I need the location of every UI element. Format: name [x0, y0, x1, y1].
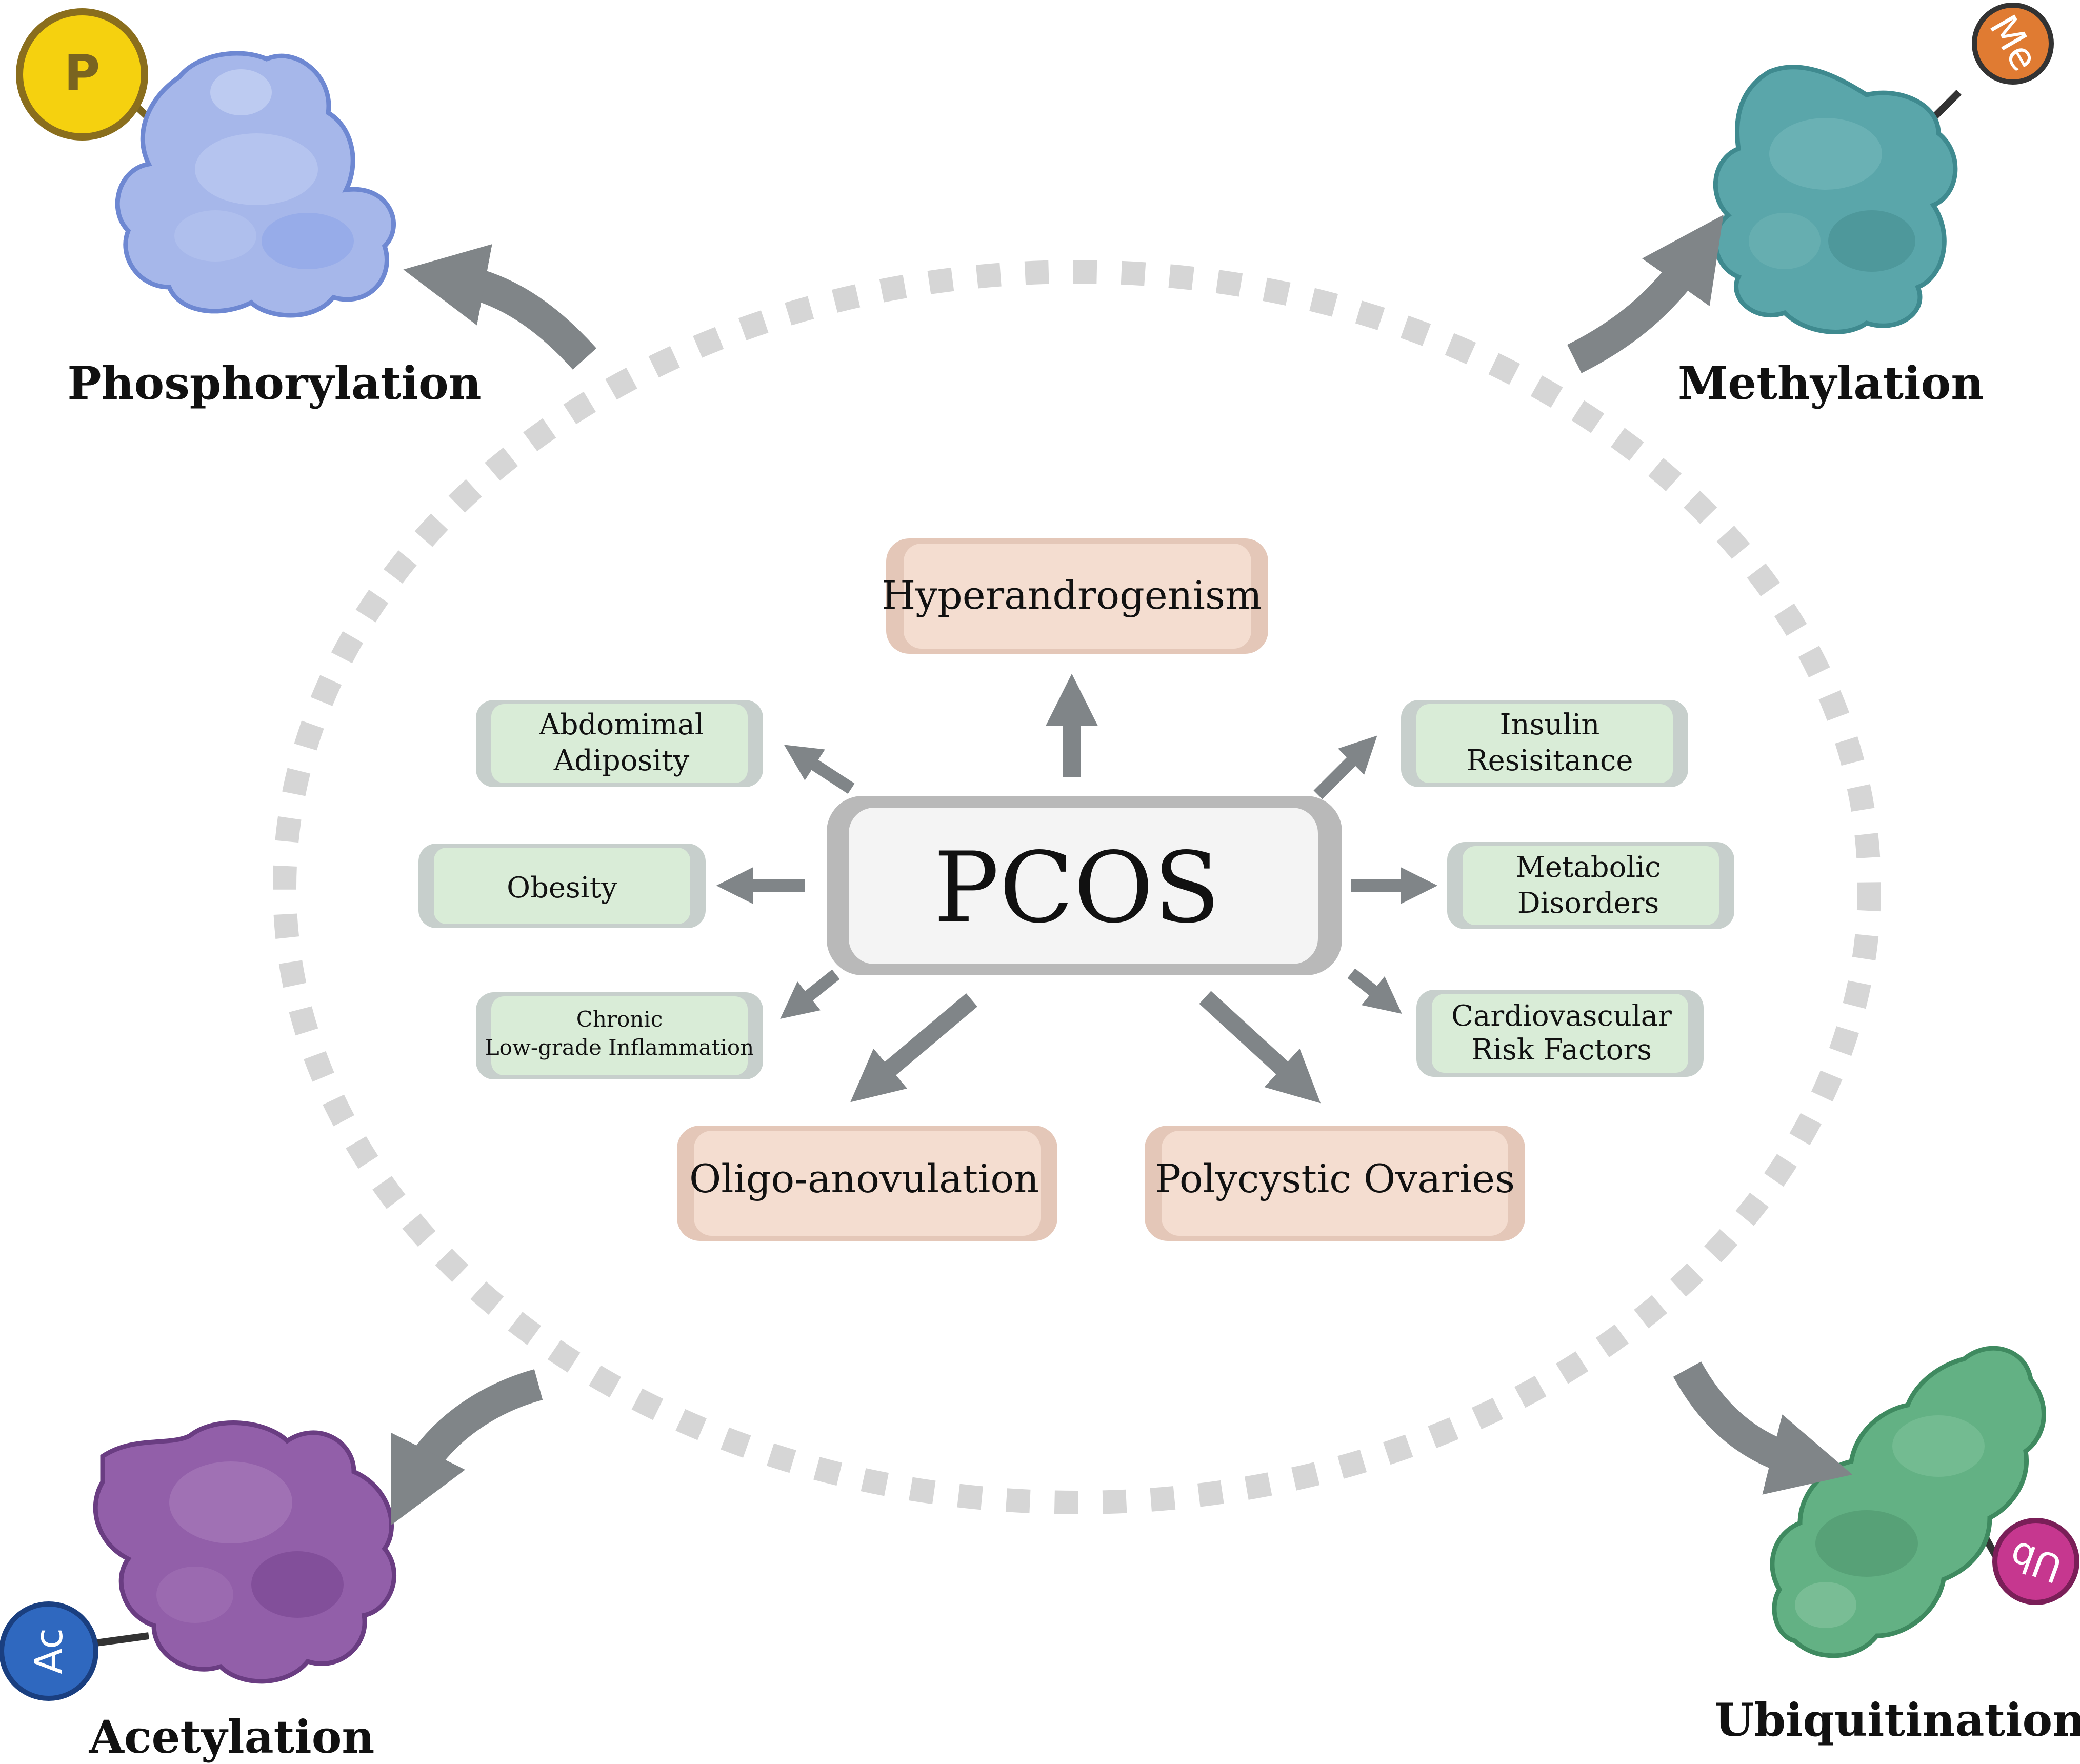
acetylation-group: Ac Acetylation [0, 1369, 543, 1763]
insulin-resistance-line-1: Insulin [1500, 708, 1600, 741]
arrow-to-polycystic-ovaries [1199, 991, 1321, 1104]
dashed-ring [273, 260, 1881, 1514]
methylated-protein-icon [1713, 65, 1958, 334]
metabolic-disorders-line-2: Disorders [1517, 887, 1659, 920]
arrow-to-cardiovascular-risk [1347, 968, 1402, 1014]
hyperandrogenism-label: Hyperandrogenism [882, 572, 1262, 618]
insulin-resistance-line-2: Resisitance [1466, 744, 1633, 777]
polycystic-ovaries-box: Polycystic Ovaries [1145, 1126, 1525, 1241]
cardiovascular-risk-box: Cardiovascular Risk Factors [1416, 990, 1704, 1077]
ubiquitination-label: Ubiquitination [1715, 1693, 2080, 1747]
phosphorylation-label: Phosphorylation [67, 356, 481, 410]
ubiquitin-badge [1992, 1518, 2079, 1605]
oligo-anovulation-label: Oligo-anovulation [689, 1156, 1039, 1201]
metabolic-disorders-line-1: Metabolic [1515, 851, 1661, 884]
ubiquitination-arrow [1673, 1361, 1853, 1495]
cardiovascular-risk-line-2: Risk Factors [1471, 1033, 1652, 1067]
arrow-to-abdominal-adiposity [784, 745, 855, 794]
acetylation-label: Acetylation [89, 1710, 375, 1763]
pcos-arrows [716, 673, 1438, 1104]
chronic-inflammation-line-1: Chronic [576, 1007, 663, 1032]
acetylation-arrow [391, 1369, 543, 1526]
chronic-inflammation-box: Chronic Low-grade Inflammation [476, 992, 763, 1079]
abdominal-adiposity-box: Abdomimal Adiposity [476, 700, 763, 787]
methylation-group: Me Methylation [1567, 3, 2054, 410]
phosphorylation-group: P Phosphorylation [16, 8, 597, 410]
methylation-label: Methylation [1678, 356, 1984, 410]
pcos-label: PCOS [933, 831, 1220, 945]
acetyl-badge [0, 1601, 98, 1701]
metabolic-disorders-box: Metabolic Disorders [1447, 842, 1734, 929]
arrow-to-insulin-resistance [1313, 735, 1377, 799]
abdominal-adiposity-line-2: Adiposity [553, 744, 690, 777]
phosphate-badge [16, 8, 148, 141]
abdominal-adiposity-line-1: Abdomimal [538, 708, 704, 741]
acetyl-badge-text: Ac [27, 1628, 71, 1674]
ubiquitination-group: Ub Ubiquitination [1673, 1346, 2080, 1747]
polycystic-ovaries-label: Polycystic Ovaries [1155, 1156, 1515, 1201]
methyl-badge [1972, 3, 2054, 85]
pcos-center-box: PCOS [827, 796, 1342, 975]
obesity-box: Obesity [418, 844, 706, 928]
insulin-resistance-box: Insulin Resisitance [1401, 700, 1688, 787]
arrow-to-chronic-inflammation [780, 969, 840, 1019]
cardiovascular-risk-line-1: Cardiovascular [1451, 999, 1672, 1033]
acetylated-protein-icon [93, 1420, 396, 1684]
ubiquitinated-protein-icon [1770, 1346, 2046, 1658]
obesity-label: Obesity [507, 871, 617, 905]
phosphorylation-arrow [403, 244, 597, 370]
oligo-anovulation-box: Oligo-anovulation [677, 1126, 1057, 1241]
hyperandrogenism-box: Hyperandrogenism [882, 538, 1268, 654]
chronic-inflammation-line-2: Low-grade Inflammation [485, 1035, 754, 1060]
methylation-arrow [1567, 214, 1724, 373]
phosphorylated-protein-icon [115, 51, 396, 318]
arrow-to-oligo-anovulation [850, 993, 977, 1102]
phosphate-badge-text: P [64, 45, 100, 102]
